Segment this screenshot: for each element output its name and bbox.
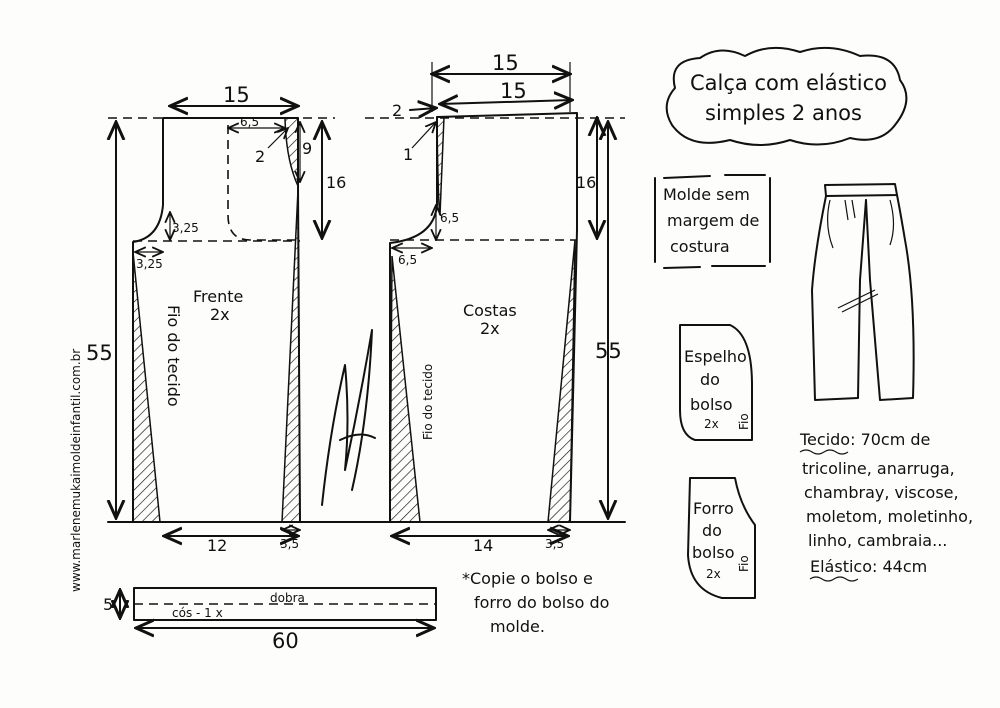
fabric-line3: chambray, viscose, (804, 483, 959, 502)
waistband-height: 5 (103, 595, 113, 614)
title-line2: simples 2 anos (705, 101, 862, 125)
front-qty: 2x (210, 305, 230, 324)
pocket-lining-line3: bolso (692, 543, 735, 562)
copy-note-line1: *Copie o bolso e (462, 569, 593, 588)
waistband-fold: dobra (270, 591, 305, 605)
front-dart-hatch (284, 117, 299, 187)
back-waist-top: 15 (492, 51, 519, 75)
front-dart-width: 6,5 (240, 115, 259, 129)
fabric-line4: moletom, moletinho, (806, 507, 973, 526)
back-side-hatch (547, 239, 576, 523)
back-hip-drop: 16 (576, 173, 596, 192)
back-raise: 2 (392, 101, 402, 120)
fabric-line5: linho, cambraia... (808, 531, 947, 550)
back-length: 55 (595, 339, 622, 363)
front-piece (116, 106, 322, 536)
pocket-facing-line2: do (700, 370, 720, 389)
note-box-line1: Molde sem (663, 185, 750, 204)
front-length: 55 (86, 341, 113, 365)
pocket-lining-piece (687, 477, 756, 599)
note-box-line2: margem de (667, 211, 759, 230)
pocket-facing-line1: Espelho (684, 347, 747, 366)
front-side-hatch (281, 189, 301, 523)
pocket-lining-qty: 2x (706, 567, 721, 581)
back-crotch-hatch (436, 116, 445, 216)
back-inseam-hatch (389, 255, 421, 523)
fabric-line1: Tecido: 70cm de (799, 430, 930, 449)
pocket-facing-piece (679, 324, 753, 441)
pocket-facing-qty: 2x (704, 417, 719, 431)
pocket-lining-grain: Fio (737, 555, 751, 572)
front-grain-line: Fio do tecido (164, 305, 183, 407)
front-hem-side: 3,5 (280, 537, 299, 551)
back-label: Costas (463, 301, 517, 320)
front-waist-measure: 15 (223, 83, 250, 107)
note-box-line3: costura (670, 237, 730, 256)
back-piece (389, 62, 608, 536)
front-crotch-width: 3,25 (136, 257, 163, 271)
back-qty: 2x (480, 319, 500, 338)
title-cloud (665, 46, 908, 146)
wavy-underlines (799, 449, 859, 582)
back-grain-line: Fio do tecido (421, 364, 435, 440)
back-hem: 14 (473, 536, 493, 555)
back-mark: 1 (403, 145, 413, 164)
signature-scribble (321, 329, 376, 506)
front-dart-depth: 9 (302, 139, 312, 158)
title-line1: Calça com elástico (690, 71, 887, 95)
copy-note-line2: forro do bolso do (474, 593, 609, 612)
back-crotch-width: 6,5 (398, 253, 417, 267)
front-hem: 12 (207, 536, 227, 555)
pocket-lining-line2: do (702, 521, 722, 540)
back-crotch-height: 6,5 (440, 211, 459, 225)
front-inseam-hatch (132, 251, 161, 523)
pocket-facing-grain: Fio (737, 413, 751, 430)
waistband-piece (120, 587, 437, 628)
copy-note-line3: molde. (490, 617, 545, 636)
pants-illustration (811, 183, 915, 401)
pocket-facing-line3: bolso (690, 395, 733, 414)
fabric-line6: Elástico: 44cm (810, 557, 927, 576)
back-waist: 15 (500, 79, 527, 103)
front-mark: 2 (255, 147, 265, 166)
pocket-lining-line1: Forro (693, 499, 734, 518)
front-crotch-height: 3,25 (172, 221, 199, 235)
waistband-label: cós - 1 x (172, 606, 223, 620)
fabric-line2: tricoline, anarruga, (802, 459, 955, 478)
front-hip-drop: 16 (326, 173, 346, 192)
website-url: www.marlenemukaimoldeinfantil.com.br (69, 349, 83, 592)
back-hem-side: 3,5 (545, 537, 564, 551)
waistband-length: 60 (272, 629, 299, 653)
note-box-frame (654, 174, 771, 269)
front-label: Frente (193, 287, 243, 306)
